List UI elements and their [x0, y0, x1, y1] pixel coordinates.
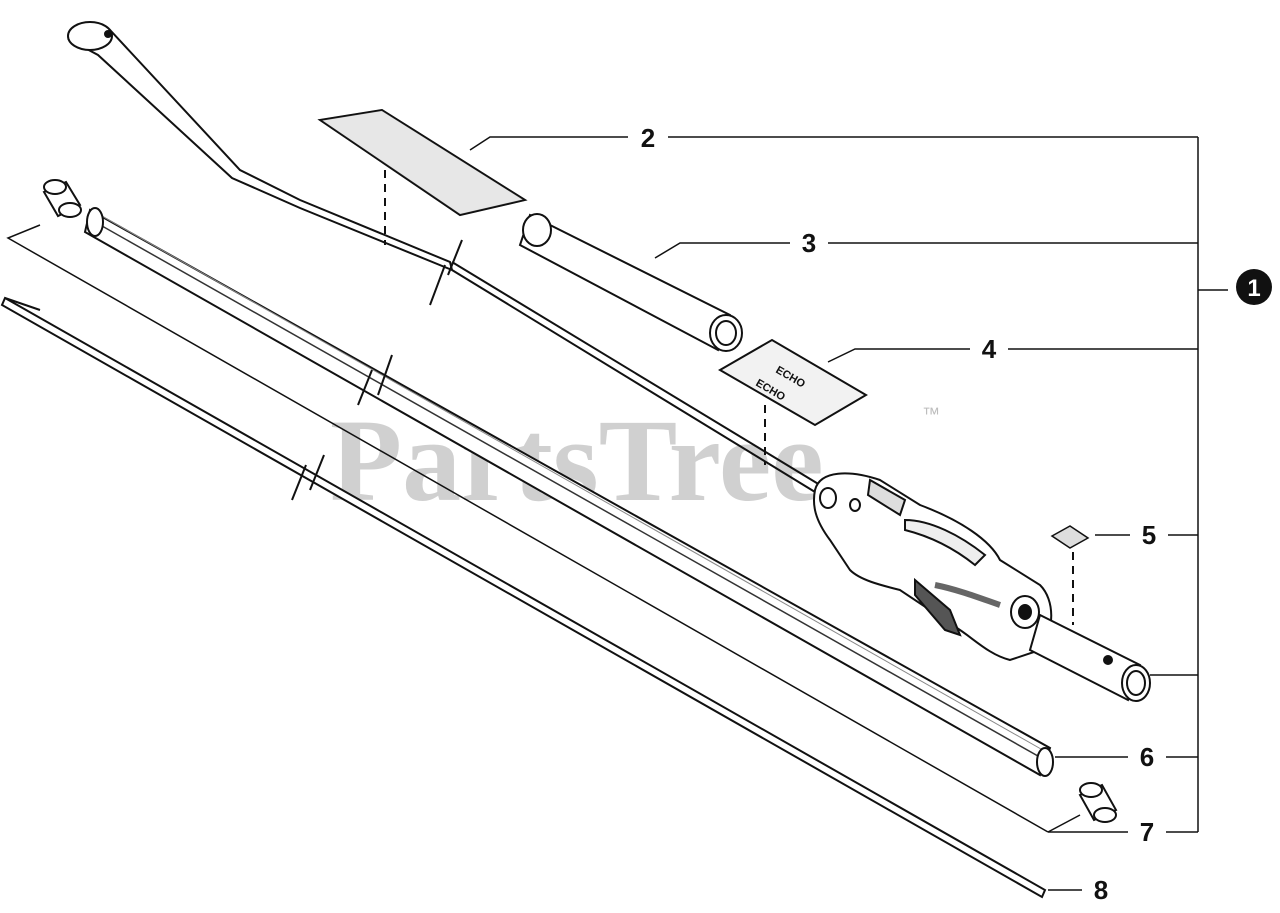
watermark-trademark: ™ — [922, 404, 940, 424]
shaft-break-marks — [429, 239, 463, 306]
assembly-callout-1: 1 — [1247, 275, 1260, 302]
warning-decal — [317, 108, 528, 245]
assembly-badge: 1 — [1236, 269, 1272, 305]
small-label — [1050, 525, 1090, 625]
bushing-bottom — [1078, 782, 1118, 823]
bushing-top — [42, 179, 82, 218]
callout-3: 3 — [802, 228, 816, 258]
callout-4: 4 — [982, 334, 997, 364]
callout-2: 2 — [641, 123, 655, 153]
echo-decal: ECHO ECHO — [718, 338, 868, 465]
bushing-leader-lines — [6, 224, 1081, 833]
callout-7: 7 — [1140, 817, 1154, 847]
callout-6: 6 — [1140, 742, 1154, 772]
lower-shaft-tube — [1028, 613, 1151, 702]
leader-lines — [469, 136, 1228, 891]
drive-cable — [0, 296, 1047, 899]
foam-grip-tube — [518, 213, 743, 352]
throttle-handle — [812, 472, 1053, 662]
callout-8: 8 — [1094, 875, 1108, 905]
callout-5: 5 — [1142, 520, 1156, 550]
housing-break-marks — [357, 354, 393, 406]
cable-break-marks — [291, 454, 325, 501]
drive-shaft-housing — [83, 207, 1054, 777]
